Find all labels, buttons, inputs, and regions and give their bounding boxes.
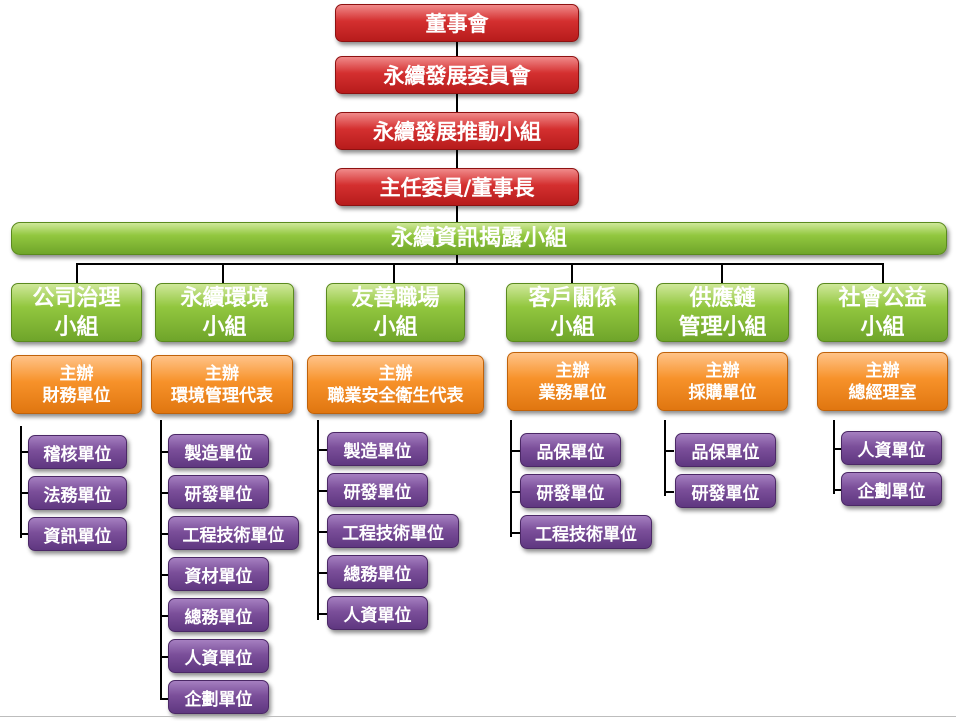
tick-workplace-0 (317, 449, 327, 451)
tick-governance-0 (20, 451, 30, 453)
tick-environment-3 (160, 574, 170, 576)
connector-group-customer (571, 263, 573, 285)
unit-governance-2: 資訊單位 (28, 517, 127, 551)
unit-environment-2: 工程技術單位 (168, 516, 299, 550)
board-box: 董事會 (335, 4, 579, 42)
unit-workplace-2: 工程技術單位 (327, 514, 459, 548)
unit-governance-1: 法務單位 (28, 476, 127, 510)
unit-environment-5: 人資單位 (168, 639, 269, 673)
unit-workplace-0: 製造單位 (327, 432, 428, 466)
tick-environment-1 (160, 492, 170, 494)
chief-committee-chairman-box: 主任委員/董事長 (335, 168, 579, 206)
unit-supply-0: 品保單位 (675, 433, 776, 467)
tick-workplace-4 (317, 613, 327, 615)
group-governance-box: 公司治理 小組 (11, 283, 142, 342)
tick-environment-2 (160, 533, 170, 535)
tick-governance-2 (20, 533, 30, 535)
bracket-workplace (317, 420, 319, 620)
unit-workplace-1: 研發單位 (327, 473, 428, 507)
lead-customer-box: 主辦 業務單位 (507, 352, 638, 411)
connector-group-workplace (393, 263, 395, 285)
tick-governance-1 (20, 492, 30, 494)
connector-disclosure-to-bus (456, 254, 458, 264)
connector-group-social (882, 263, 884, 285)
lead-environment-box: 主辦 環境管理代表 (151, 355, 293, 414)
tick-social-1 (833, 489, 843, 491)
group-environment-box: 永續環境 小組 (155, 283, 294, 342)
tick-supply-1 (664, 491, 674, 493)
tick-environment-4 (160, 615, 170, 617)
lead-governance-box: 主辦 財務單位 (11, 355, 142, 414)
lead-workplace-box: 主辦 職業安全衛生代表 (307, 355, 484, 414)
unit-social-1: 企劃單位 (841, 472, 942, 506)
unit-customer-0: 品保單位 (520, 433, 621, 467)
connector-group-governance (76, 263, 78, 285)
tick-environment-5 (160, 656, 170, 658)
tick-environment-0 (160, 451, 170, 453)
tick-customer-2 (510, 532, 520, 534)
lead-supply-box: 主辦 採購單位 (657, 352, 788, 411)
sustainability-committee-box: 永續發展委員會 (335, 56, 579, 94)
tick-supply-0 (664, 450, 674, 452)
unit-workplace-4: 人資單位 (327, 596, 428, 630)
connector-group-supply (721, 263, 723, 285)
bottom-divider (0, 716, 956, 717)
bracket-supply (664, 420, 666, 496)
unit-environment-0: 製造單位 (168, 434, 269, 468)
group-supply-box: 供應鏈 管理小組 (656, 283, 789, 342)
tick-customer-1 (510, 491, 520, 493)
group-bus-line (76, 263, 884, 265)
bracket-customer (510, 420, 512, 537)
group-social-box: 社會公益 小組 (817, 283, 948, 342)
disclosure-group-bar: 永續資訊揭露小組 (11, 222, 947, 255)
unit-customer-1: 研發單位 (520, 474, 621, 508)
tick-customer-0 (510, 450, 520, 452)
unit-supply-1: 研發單位 (675, 474, 776, 508)
lead-social-box: 主辦 總經理室 (817, 352, 948, 411)
unit-customer-2: 工程技術單位 (520, 515, 652, 549)
tick-workplace-3 (317, 572, 327, 574)
tick-social-0 (833, 448, 843, 450)
unit-environment-4: 總務單位 (168, 598, 269, 632)
unit-social-0: 人資單位 (841, 431, 942, 465)
group-customer-box: 客戶關係 小組 (506, 283, 639, 342)
unit-workplace-3: 總務單位 (327, 555, 428, 589)
sustainability-promotion-group-box: 永續發展推動小組 (335, 112, 579, 150)
bracket-social (833, 420, 835, 494)
tick-workplace-2 (317, 531, 327, 533)
unit-environment-3: 資材單位 (168, 557, 269, 591)
bracket-environment (160, 420, 162, 700)
tick-workplace-1 (317, 490, 327, 492)
connector-group-environment (222, 263, 224, 285)
bracket-governance (20, 426, 22, 538)
unit-environment-1: 研發單位 (168, 475, 269, 509)
group-workplace-box: 友善職場 小組 (326, 283, 465, 342)
tick-environment-6 (160, 698, 170, 700)
unit-environment-6: 企劃單位 (168, 680, 269, 714)
unit-governance-0: 稽核單位 (28, 435, 127, 469)
